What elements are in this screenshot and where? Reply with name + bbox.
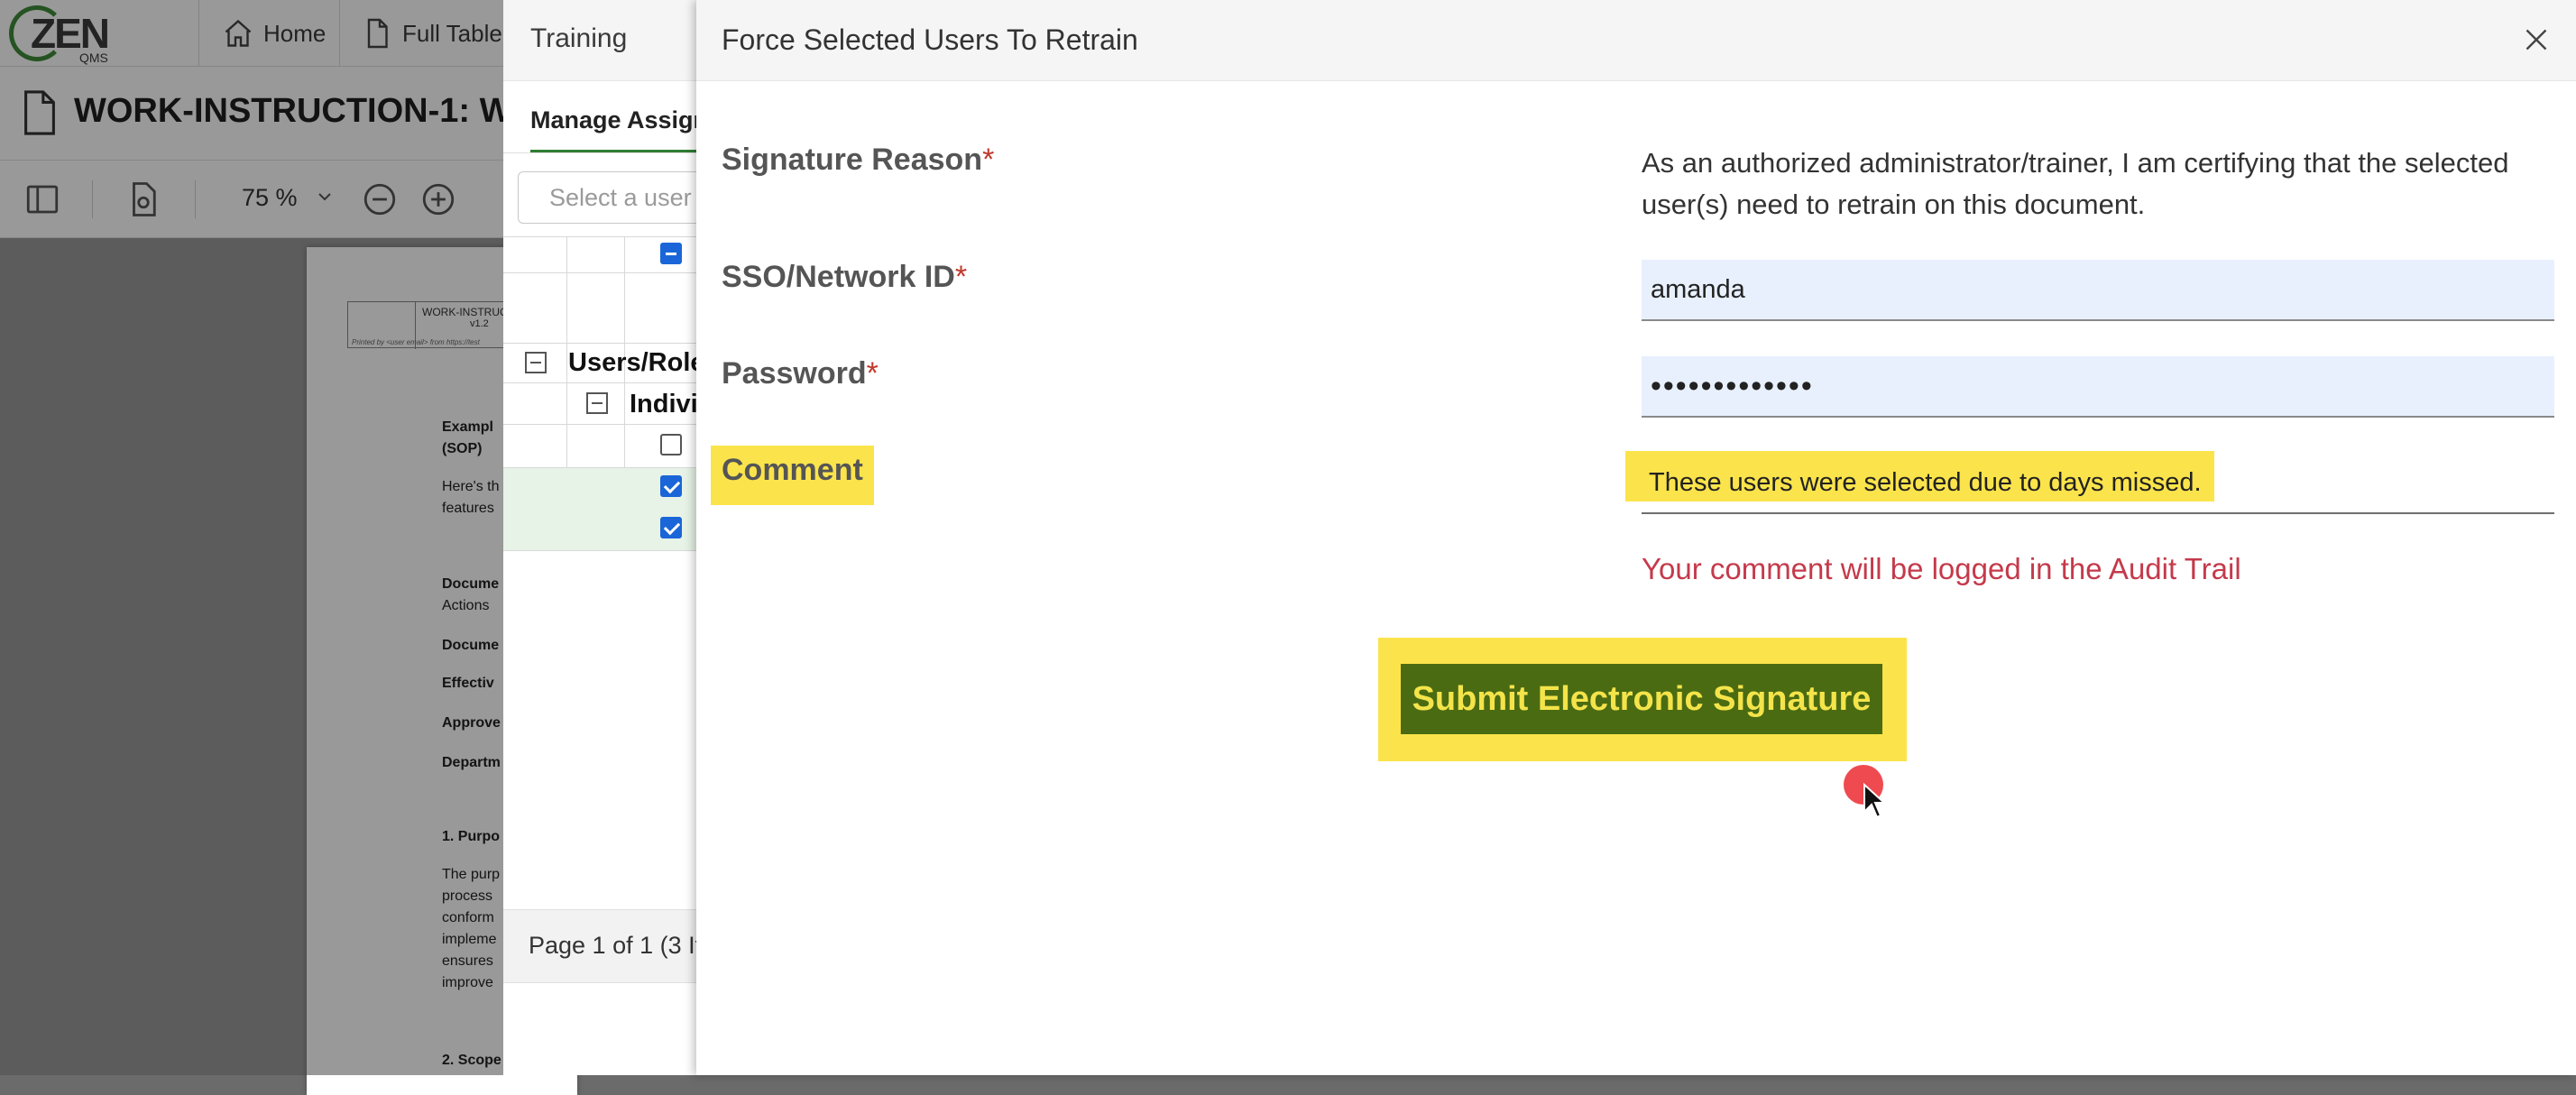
pagination-footer: Page 1 of 1 (3 It (503, 909, 702, 983)
comment-label: Comment (711, 446, 874, 505)
chevron-down-icon[interactable] (314, 186, 336, 207)
grid-line (503, 550, 702, 551)
document-title: WORK-INSTRUCTION-1: Wo (74, 92, 533, 130)
pdf-text-line: conform (442, 910, 494, 925)
logo-text: ZEN (31, 10, 110, 57)
grid-line (566, 236, 567, 550)
password-label-text: Password (722, 356, 867, 391)
grid-line (503, 236, 702, 237)
password-label: Password* (722, 356, 879, 391)
training-title: Training (530, 23, 628, 53)
user-select[interactable]: Select a user (518, 171, 702, 224)
grid-line (503, 343, 702, 344)
pdf-text-line: improve (442, 975, 493, 990)
dialog-title: Force Selected Users To Retrain (722, 23, 1138, 56)
submit-electronic-signature-button[interactable]: Submit Electronic Signature (1401, 664, 1882, 734)
pdf-text-line: Departm (442, 755, 501, 770)
select-all-checkbox[interactable] (660, 243, 682, 264)
pdf-text-line: impleme (442, 932, 497, 947)
logo-subtext: QMS (79, 51, 108, 65)
pdf-text-line: features (442, 501, 494, 516)
sso-label-text: SSO/Network ID (722, 260, 955, 294)
grid-line (503, 382, 702, 383)
close-icon[interactable] (2520, 23, 2553, 56)
pdf-header-version: v1.2 (470, 318, 489, 329)
group-individual: Indivic (630, 390, 702, 419)
nav-home-label: Home (263, 19, 327, 47)
file-icon (367, 18, 388, 49)
user-select-placeholder: Select a user (549, 184, 692, 211)
pdf-text-line: Docume (442, 576, 500, 592)
grid-line (503, 272, 702, 273)
sso-label: SSO/Network ID* (722, 260, 967, 295)
zoom-in-icon[interactable] (419, 180, 457, 218)
force-retrain-dialog: Force Selected Users To Retrain Signatur… (696, 0, 2576, 1075)
required-marker: * (866, 356, 879, 391)
document-icon (24, 90, 55, 135)
pdf-header-divider (415, 302, 416, 349)
logo-ring (9, 5, 65, 61)
pdf-text-line: The purp (442, 867, 501, 882)
pdf-header-box: WORK-INSTRUC v1.2 Printed by <user email… (347, 301, 573, 349)
user-row-checkbox[interactable] (660, 434, 682, 455)
user-row-checkbox[interactable] (660, 517, 682, 538)
toolbar-divider (195, 180, 196, 218)
collapse-users-roles-icon[interactable] (525, 352, 547, 373)
cursor-pointer-icon (1863, 783, 1886, 819)
dialog-header: Force Selected Users To Retrain (696, 0, 2576, 81)
pdf-header-code: WORK-INSTRUC (422, 306, 508, 318)
pdf-text-line: Docume (442, 638, 500, 653)
nav-divider (198, 0, 199, 67)
grid-line (503, 467, 702, 468)
sidebar-toggle-icon[interactable] (23, 180, 61, 218)
sso-network-id-input[interactable] (1642, 260, 2554, 321)
pdf-text-line: 2. Scope (442, 1053, 501, 1068)
grid-line (624, 236, 625, 345)
pagination-text: Page 1 of 1 (3 It (529, 932, 702, 959)
pdf-text-line: (SOP) (442, 441, 483, 456)
signature-reason-text: As an authorized administrator/trainer, … (1642, 147, 2509, 220)
pdf-text-line: 1. Purpo (442, 829, 501, 844)
required-marker: * (954, 260, 968, 294)
nav-divider (339, 0, 340, 67)
comment-input[interactable]: These users were selected due to days mi… (1625, 451, 2554, 514)
comment-value: These users were selected due to days mi… (1625, 451, 2214, 501)
pdf-text-line: Approve (442, 715, 501, 731)
training-panel: Training Manage Assign Select a user Use… (503, 0, 702, 1075)
pdf-text-line: Here's th (442, 479, 500, 494)
grid-line (624, 236, 625, 550)
pdf-text-line: Effectiv (442, 676, 494, 691)
password-input[interactable] (1642, 356, 2554, 418)
nav-home[interactable]: Home (222, 0, 326, 67)
pdf-text-line: ensures (442, 953, 493, 969)
training-header: Training (503, 0, 702, 81)
zoom-out-icon[interactable] (361, 180, 399, 218)
pdf-text-line: Actions (442, 598, 490, 613)
tab-manage-assignments[interactable]: Manage Assign (530, 106, 702, 133)
group-users-roles: Users/Role (568, 348, 702, 377)
user-row-checkbox[interactable] (660, 475, 682, 497)
nav-full-table-label: Full Table (402, 19, 502, 47)
signature-reason-label: Signature Reason* (722, 143, 994, 178)
signature-reason-label-text: Signature Reason (722, 143, 983, 177)
pdf-text-line: process (442, 888, 493, 904)
required-marker: * (982, 143, 995, 177)
document-search-icon[interactable] (124, 180, 162, 218)
pdf-text-line: Exampl (442, 419, 493, 435)
active-tab-indicator (530, 150, 702, 152)
tab-divider (503, 152, 702, 153)
grid-line (503, 424, 702, 425)
zoom-select[interactable]: 75 % (242, 184, 298, 211)
comment-label-text: Comment (722, 453, 863, 487)
audit-trail-note: Your comment will be logged in the Audit… (1642, 552, 2241, 585)
nav-full-table[interactable]: Full Table (361, 0, 502, 67)
zen-qms-logo[interactable]: ZEN QMS (9, 4, 110, 65)
toolbar-divider (92, 180, 93, 218)
home-icon (225, 19, 252, 47)
collapse-individual-icon[interactable] (586, 392, 608, 414)
pdf-header-printed: Printed by <user email> from https://tes… (352, 338, 480, 346)
